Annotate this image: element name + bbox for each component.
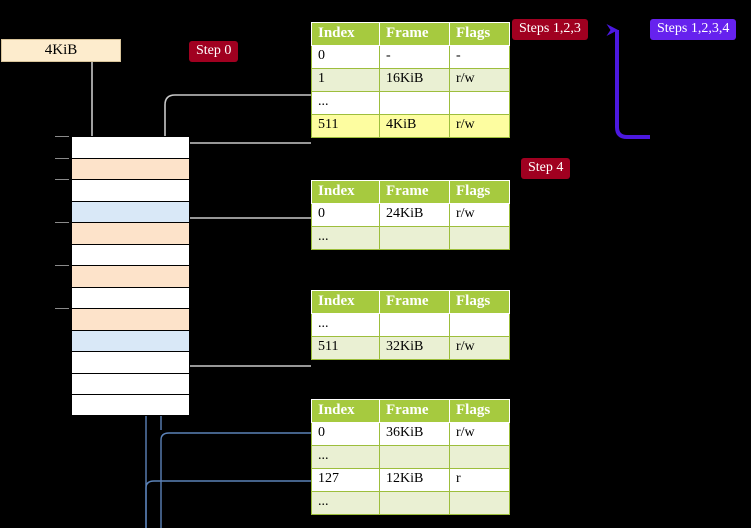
memory-scale-tick xyxy=(55,179,69,180)
cell-index: ... xyxy=(311,226,380,250)
cell-flags xyxy=(449,313,510,337)
table-row: ... xyxy=(311,445,510,469)
cell-flags xyxy=(449,445,510,469)
cell-index: ... xyxy=(311,313,380,337)
column-header-index: Index xyxy=(311,290,380,314)
wire-purple-loop xyxy=(606,24,650,139)
step-badge-1: Steps 1,2,3 xyxy=(512,19,588,40)
cell-frame: 24KiB xyxy=(379,203,450,227)
cell-index: 0 xyxy=(311,422,380,446)
wire-blue-up-right xyxy=(160,432,311,528)
wire-pdp-to-memory xyxy=(177,217,311,258)
table-row: ... xyxy=(311,91,510,115)
cell-frame xyxy=(379,226,450,250)
cell-frame xyxy=(379,91,450,115)
cell-frame: 32KiB xyxy=(379,336,450,360)
cell-frame xyxy=(379,445,450,469)
cell-frame: 16KiB xyxy=(379,68,450,92)
cell-flags xyxy=(449,226,510,250)
column-header-index: Index xyxy=(311,180,380,204)
memory-frame-row xyxy=(71,179,190,201)
memory-frame-row xyxy=(71,157,190,179)
cell-flags: - xyxy=(449,45,510,69)
column-header-flags: Flags xyxy=(449,22,510,46)
cell-flags: r/w xyxy=(449,114,510,138)
memory-frame-row xyxy=(71,286,190,308)
cell-flags: r/w xyxy=(449,422,510,446)
cell-flags: r xyxy=(449,468,510,492)
wire-pd-to-memory xyxy=(173,306,311,367)
memory-frame-row xyxy=(71,308,190,330)
cell-index: ... xyxy=(311,445,380,469)
table-row: ... xyxy=(311,313,510,337)
cell-index: ... xyxy=(311,91,380,115)
memory-frame-row xyxy=(71,329,190,351)
column-header-flags: Flags xyxy=(449,180,510,204)
memory-frame-row xyxy=(71,394,190,416)
column-header-index: Index xyxy=(311,399,380,423)
memory-frame-row xyxy=(71,243,190,265)
column-header-frame: Frame xyxy=(379,290,450,314)
cell-index: ... xyxy=(311,491,380,515)
cell-flags: r/w xyxy=(449,203,510,227)
memory-frame-row xyxy=(71,265,190,287)
memory-frame-row xyxy=(71,200,190,222)
column-header-index: Index xyxy=(311,22,380,46)
cell-flags: r/w xyxy=(449,336,510,360)
cell-frame xyxy=(379,313,450,337)
source-block-label: 4KiB xyxy=(44,42,78,58)
cell-frame: - xyxy=(379,45,450,69)
memory-frame-row xyxy=(71,136,190,158)
memory-frame-row xyxy=(71,222,190,244)
cell-index: 0 xyxy=(311,203,380,227)
wire-pml4-row511 xyxy=(177,142,311,162)
column-header-frame: Frame xyxy=(379,22,450,46)
cell-index: 511 xyxy=(311,114,380,138)
cell-frame: 12KiB xyxy=(379,468,450,492)
cell-flags: r/w xyxy=(449,68,510,92)
wire-blue-up-left xyxy=(145,480,311,528)
table-row: 0-- xyxy=(311,45,510,69)
memory-scale-tick xyxy=(55,222,69,223)
physical-memory-column xyxy=(55,136,190,416)
memory-frame-row xyxy=(71,351,190,373)
memory-scale-tick xyxy=(55,157,69,159)
memory-frame-row xyxy=(71,372,190,394)
column-header-frame: Frame xyxy=(379,399,450,423)
memory-scale-tick xyxy=(55,308,69,309)
table-row: ... xyxy=(311,491,510,515)
source-block-4kib: 4KiB xyxy=(1,39,121,62)
cell-frame xyxy=(379,491,450,515)
step-badge-2: Steps 1,2,3,4 xyxy=(650,19,737,40)
column-header-frame: Frame xyxy=(379,180,450,204)
cell-index: 1 xyxy=(311,68,380,92)
cell-frame: 4KiB xyxy=(379,114,450,138)
column-header-flags: Flags xyxy=(449,399,510,423)
cell-index: 0 xyxy=(311,45,380,69)
table-row: ... xyxy=(311,226,510,250)
cell-flags xyxy=(449,491,510,515)
cell-index: 127 xyxy=(311,468,380,492)
cell-index: 511 xyxy=(311,336,380,360)
memory-scale-tick xyxy=(55,136,69,137)
step-badge-0: Step 0 xyxy=(189,41,239,62)
cell-flags xyxy=(449,91,510,115)
column-header-flags: Flags xyxy=(449,290,510,314)
cell-frame: 36KiB xyxy=(379,422,450,446)
step-badge-3: Step 4 xyxy=(521,158,571,179)
memory-scale-tick xyxy=(55,265,69,266)
